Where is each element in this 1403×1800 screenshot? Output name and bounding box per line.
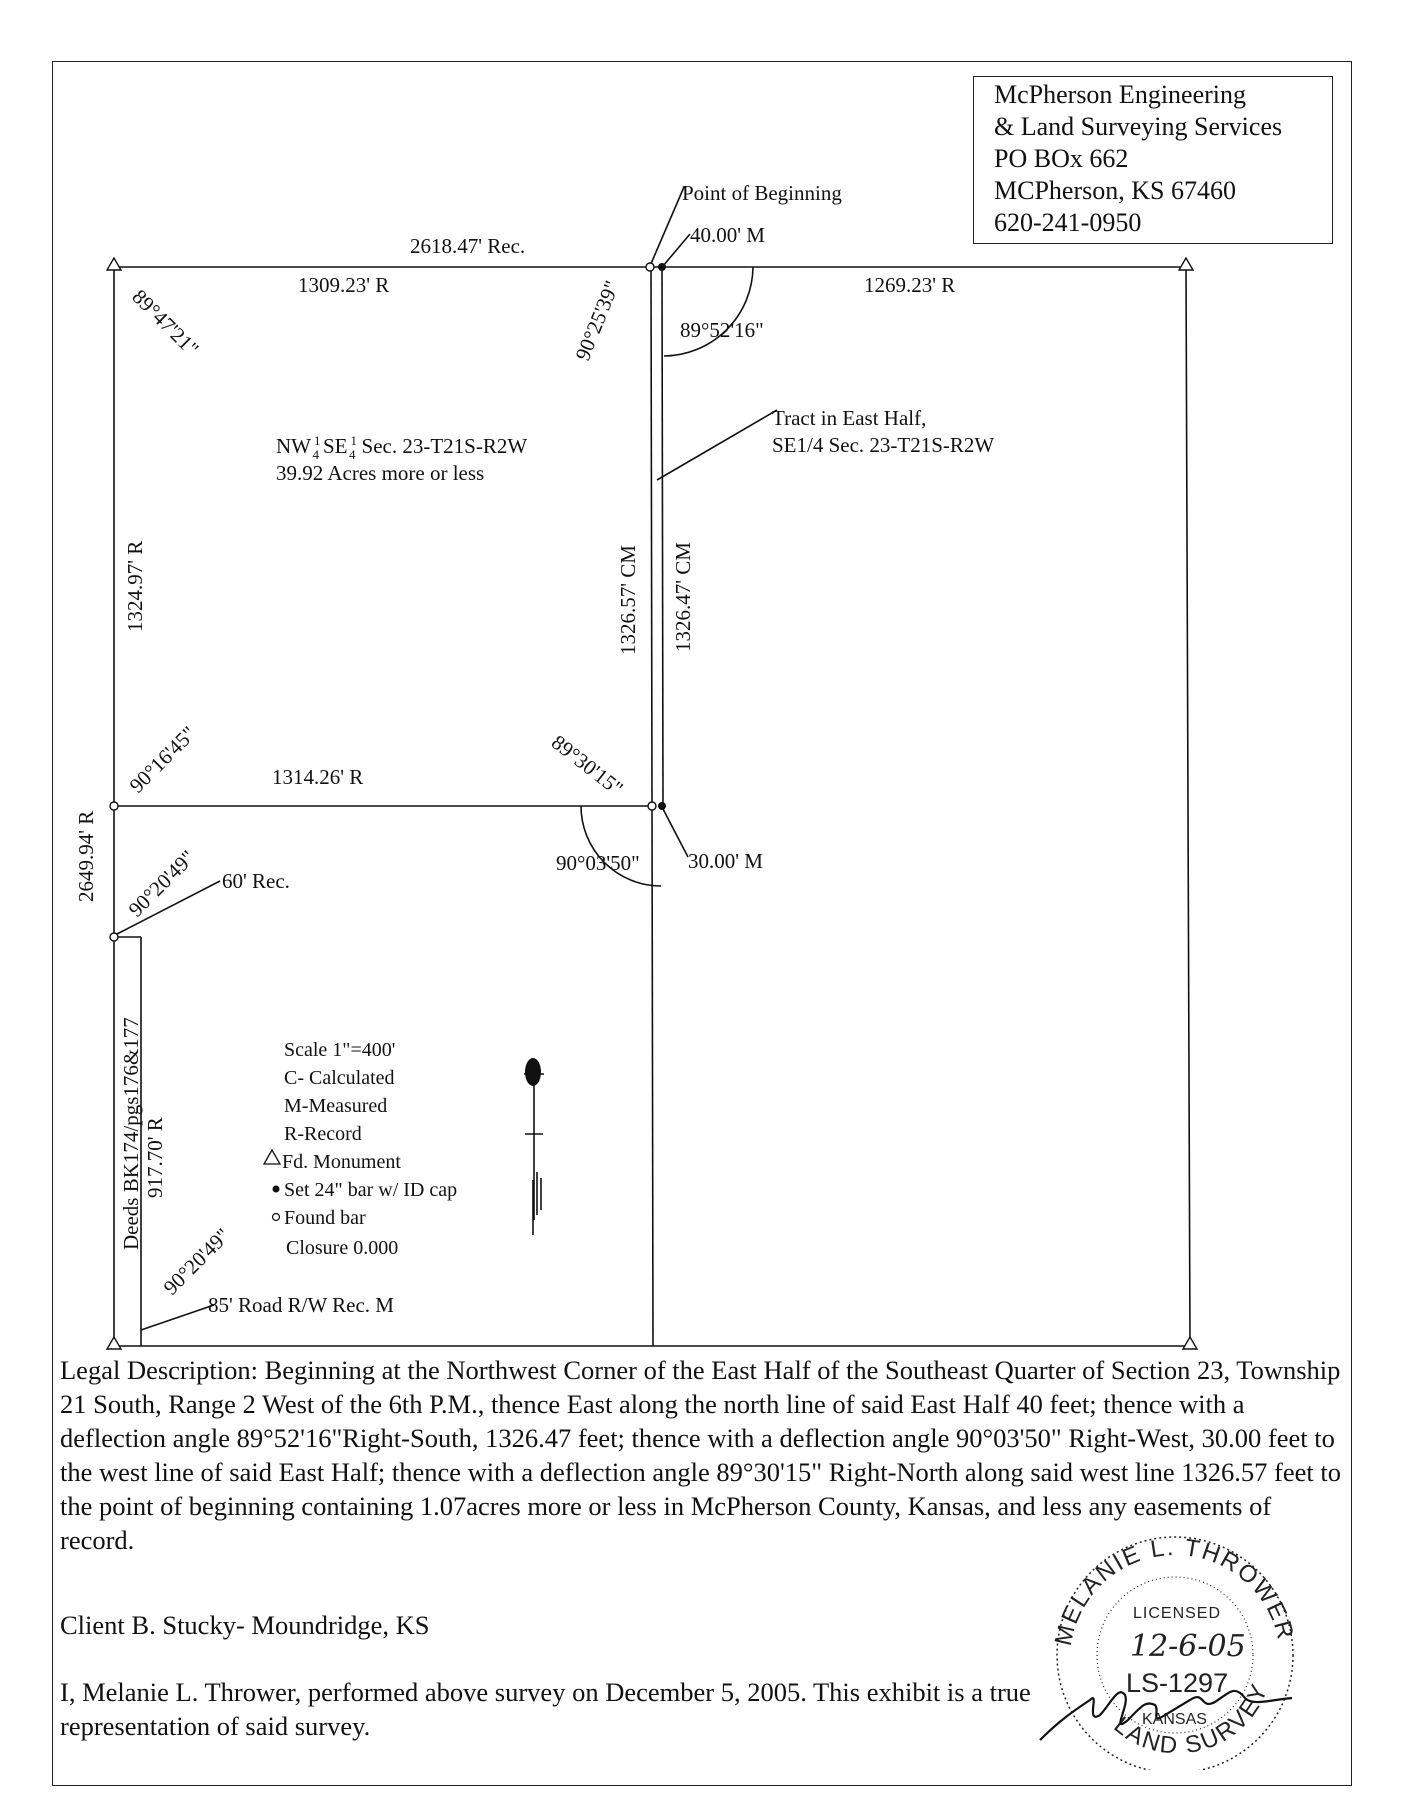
firm-po-box: PO BOx 662 bbox=[994, 144, 1129, 173]
legend-measured: M-Measured bbox=[284, 1095, 387, 1117]
firm-phone: 620-241-0950 bbox=[994, 208, 1142, 237]
found-bar-deeds bbox=[109, 932, 119, 942]
certification-statement: I, Melanie L. Thrower, performed above s… bbox=[60, 1677, 1031, 1741]
label-tract-1: Tract in East Half, bbox=[772, 406, 926, 430]
firm-city: MCPherson, KS 67460 bbox=[994, 176, 1236, 205]
set-bar-sw bbox=[658, 802, 666, 810]
label-angle-mid-west: 90°16'45" bbox=[125, 721, 201, 797]
set-bar-ne bbox=[658, 263, 666, 271]
deeds-width-leader bbox=[116, 880, 221, 935]
east-line bbox=[1185, 266, 1191, 1347]
label-angle-mid-center: 89°30'15" bbox=[547, 730, 628, 800]
found-bar-mid-west bbox=[109, 801, 119, 811]
drawing-border bbox=[52, 61, 1352, 1786]
legal-description: Legal Description: Beginning at the Nort… bbox=[60, 1353, 1350, 1557]
legend-monument: Fd. Monument bbox=[282, 1151, 401, 1173]
seal-date: 12-6-05 bbox=[1130, 1629, 1246, 1664]
label-center-west: 1326.57' CM bbox=[616, 545, 640, 655]
label-tract-2: SE1/4 Sec. 23-T21S-R2W bbox=[772, 433, 994, 457]
firm-title-block: McPherson Engineering & Land Surveying S… bbox=[973, 76, 1333, 244]
legend: Scale 1"=400' C- Calculated M-Measured R… bbox=[262, 1039, 457, 1259]
label-deeds-length: 917.70' R bbox=[143, 1117, 167, 1198]
monument-nw bbox=[105, 256, 123, 271]
label-nw-acres: 39.92 Acres more or less bbox=[276, 461, 484, 485]
legend-calculated: C- Calculated bbox=[284, 1067, 395, 1089]
found-bar-mid-center bbox=[647, 801, 657, 811]
label-angle-deeds-top: 90°20'49" bbox=[124, 845, 200, 921]
monument-ne bbox=[1177, 256, 1195, 271]
found-bar-pob bbox=[645, 262, 655, 272]
monument-se bbox=[1181, 1335, 1199, 1350]
label-nw-desc-b: SE bbox=[323, 434, 348, 458]
label-mid-line: 1314.26' R bbox=[272, 765, 363, 789]
label-deeds: Deeds BK174/pgs176&177 bbox=[119, 1017, 143, 1250]
monument-sw bbox=[105, 1335, 123, 1350]
label-sw-offset: 30.00' M bbox=[688, 849, 763, 873]
label-angle-ne-tract: 89°52'16" bbox=[680, 318, 764, 342]
label-pob-offset: 40.00' M bbox=[690, 223, 765, 247]
label-road: 85' Road R/W Rec. M bbox=[208, 1293, 394, 1317]
label-angle-deeds-bottom: 90°20'49" bbox=[159, 1223, 235, 1299]
label-nw-top: 1309.23' R bbox=[298, 273, 389, 297]
label-deeds-width: 60' Rec. bbox=[222, 869, 290, 893]
legend-found-bar: Found bar bbox=[284, 1207, 366, 1229]
label-ne-top: 1269.23' R bbox=[864, 273, 955, 297]
road-leader bbox=[140, 1304, 215, 1331]
north-arrow-head bbox=[525, 1058, 541, 1086]
label-nw-desc-a: NW bbox=[276, 434, 311, 458]
legend-set-bar: Set 24" bar w/ ID cap bbox=[284, 1179, 457, 1201]
firm-subtitle: & Land Surveying Services bbox=[994, 112, 1283, 141]
seal-number: LS-1297 bbox=[1126, 1668, 1228, 1698]
arc-ne-tract bbox=[663, 266, 754, 357]
seal-licensed: LICENSED bbox=[1133, 1605, 1221, 1622]
legend-scale: Scale 1"=400' bbox=[284, 1039, 395, 1061]
legal-description-text: Legal Description: Beginning at the Nort… bbox=[60, 1355, 1341, 1555]
surveyor-seal: MELANIE L. THROWER LAND SURVEYOR LICENSE… bbox=[1030, 1510, 1297, 1770]
label-west-total: 2649.94' R bbox=[74, 811, 98, 902]
client-line: Client B. Stucky- Moundridge, KS bbox=[60, 1610, 430, 1640]
label-pob: Point of Beginning bbox=[682, 181, 842, 205]
label-center-east: 1326.47' CM bbox=[671, 542, 695, 652]
label-angle-nw-corner: 89°47'21" bbox=[127, 285, 203, 361]
legend-monument-icon bbox=[262, 1148, 282, 1165]
firm-name: McPherson Engineering bbox=[994, 80, 1247, 109]
offset40-leader bbox=[662, 233, 691, 267]
seal-state: KANSAS bbox=[1142, 1711, 1207, 1728]
label-top-record: 2618.47' Rec. bbox=[410, 234, 525, 258]
legend-record: R-Record bbox=[284, 1123, 362, 1145]
signature bbox=[1039, 1689, 1293, 1741]
pob-leader bbox=[649, 186, 685, 267]
arc-tract-sw bbox=[580, 805, 662, 887]
offset30-leader bbox=[661, 806, 689, 858]
label-nw-desc-c: Sec. 23-T21S-R2W bbox=[362, 434, 528, 458]
legend-closure: Closure 0.000 bbox=[286, 1237, 398, 1259]
label-angle-pob: 90°25'39" bbox=[570, 277, 624, 364]
tract-leader bbox=[656, 409, 778, 481]
label-west-side: 1324.97' R bbox=[123, 541, 147, 632]
legend-found-bar-icon bbox=[271, 1212, 281, 1222]
legend-set-bar-icon bbox=[272, 1185, 280, 1193]
tract-east-line bbox=[661, 266, 664, 807]
label-angle-tract-sw: 90°03'50" bbox=[556, 851, 640, 875]
